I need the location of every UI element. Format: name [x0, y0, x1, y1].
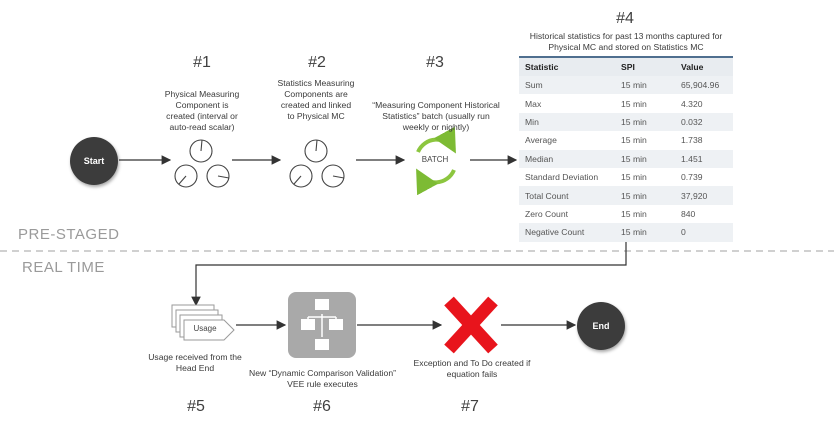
value-cell: 37,920	[675, 186, 733, 205]
batch-label: BATCH	[421, 155, 449, 164]
batch-refresh-icon	[416, 126, 456, 196]
step-number-1: #1	[193, 54, 211, 71]
column-header-statistic: Statistic	[519, 56, 615, 76]
arrow-table-to-usage	[191, 242, 627, 307]
statistic-cell: Zero Count	[525, 208, 568, 219]
zone-label-realtime: REAL TIME	[22, 259, 105, 276]
step-number-7: #7	[461, 398, 479, 415]
table-row: Sum 15 min 65,904.96	[519, 76, 733, 95]
column-header-spi: SPI	[615, 56, 675, 76]
spi-cell: 15 min	[621, 98, 647, 109]
spi-cell: 15 min	[615, 76, 675, 95]
table-row: Total Count 15 min 37,920	[519, 186, 733, 205]
value-cell: 840	[681, 208, 696, 219]
statistic-cell: Max	[525, 98, 542, 109]
statistic-cell: Standard Deviation	[525, 172, 599, 183]
table-row: Zero Count 15 min 840	[519, 205, 733, 223]
value-cell: 1.451	[675, 149, 733, 168]
table-row: Max 15 min 4.320	[519, 94, 733, 112]
spi-cell: 15 min	[621, 135, 647, 146]
gauge-icon-group-1	[174, 139, 230, 188]
start-node: Start	[70, 137, 118, 185]
table-row: Min 15 min 0.032	[519, 112, 733, 132]
statistic-cell: Median	[519, 149, 615, 168]
step-number-2: #2	[308, 54, 326, 71]
table-row: Negative Count 15 min 0	[519, 223, 733, 242]
step-caption-3: “Measuring Component Historical Statisti…	[372, 100, 500, 132]
statistic-cell: Min	[519, 112, 615, 132]
spi-cell: 15 min	[615, 112, 675, 132]
statistics-table-container: Statistic SPI Value Sum 15 min 65,904.96…	[519, 56, 733, 242]
spi-cell: 15 min	[615, 223, 675, 242]
statistic-cell: Average	[525, 135, 557, 146]
value-cell: 0	[675, 223, 733, 242]
step-caption-2: Statistics Measuring Components are crea…	[277, 78, 355, 121]
step-number-5: #5	[187, 398, 205, 415]
value-cell: 0.739	[681, 172, 703, 183]
column-header-value: Value	[675, 56, 733, 76]
step-caption-6: New “Dynamic Comparison Validation” VEE …	[249, 368, 396, 389]
flowchart-rule-icon	[288, 292, 356, 358]
step-caption-7: Exception and To Do created if equation …	[413, 358, 531, 379]
value-cell: 1.738	[681, 135, 703, 146]
usage-document-icon	[171, 304, 235, 341]
usage-label: Usage	[193, 324, 217, 333]
table-row: Average 15 min 1.738	[519, 131, 733, 149]
value-cell: 65,904.96	[675, 76, 733, 95]
value-cell: 4.320	[681, 98, 703, 109]
table-row: Standard Deviation 15 min 0.739	[519, 168, 733, 186]
statistic-cell: Negative Count	[519, 223, 615, 242]
statistics-table-header: Statistic SPI Value	[519, 56, 733, 76]
zone-label-prestaged: PRE-STAGED	[18, 226, 120, 243]
value-cell: 0.032	[675, 112, 733, 132]
spi-cell: 15 min	[621, 172, 647, 183]
step-caption-4: Historical statistics for past 13 months…	[529, 31, 723, 52]
end-node: End	[577, 302, 625, 350]
step-caption-5: Usage received from the Head End	[148, 352, 242, 373]
statistic-cell: Total Count	[519, 186, 615, 205]
step-caption-1: Physical Measuring Component is created …	[164, 89, 240, 132]
statistics-table: Statistic SPI Value Sum 15 min 65,904.96…	[519, 56, 733, 242]
spi-cell: 15 min	[615, 149, 675, 168]
step-number-3: #3	[426, 54, 444, 71]
spi-cell: 15 min	[621, 208, 647, 219]
table-row: Median 15 min 1.451	[519, 149, 733, 168]
statistic-cell: Sum	[519, 76, 615, 95]
step-number-6: #6	[313, 398, 331, 415]
red-x-icon	[444, 296, 498, 354]
spi-cell: 15 min	[615, 186, 675, 205]
step-number-4: #4	[616, 10, 634, 27]
gauge-icon-group-2	[289, 139, 345, 188]
